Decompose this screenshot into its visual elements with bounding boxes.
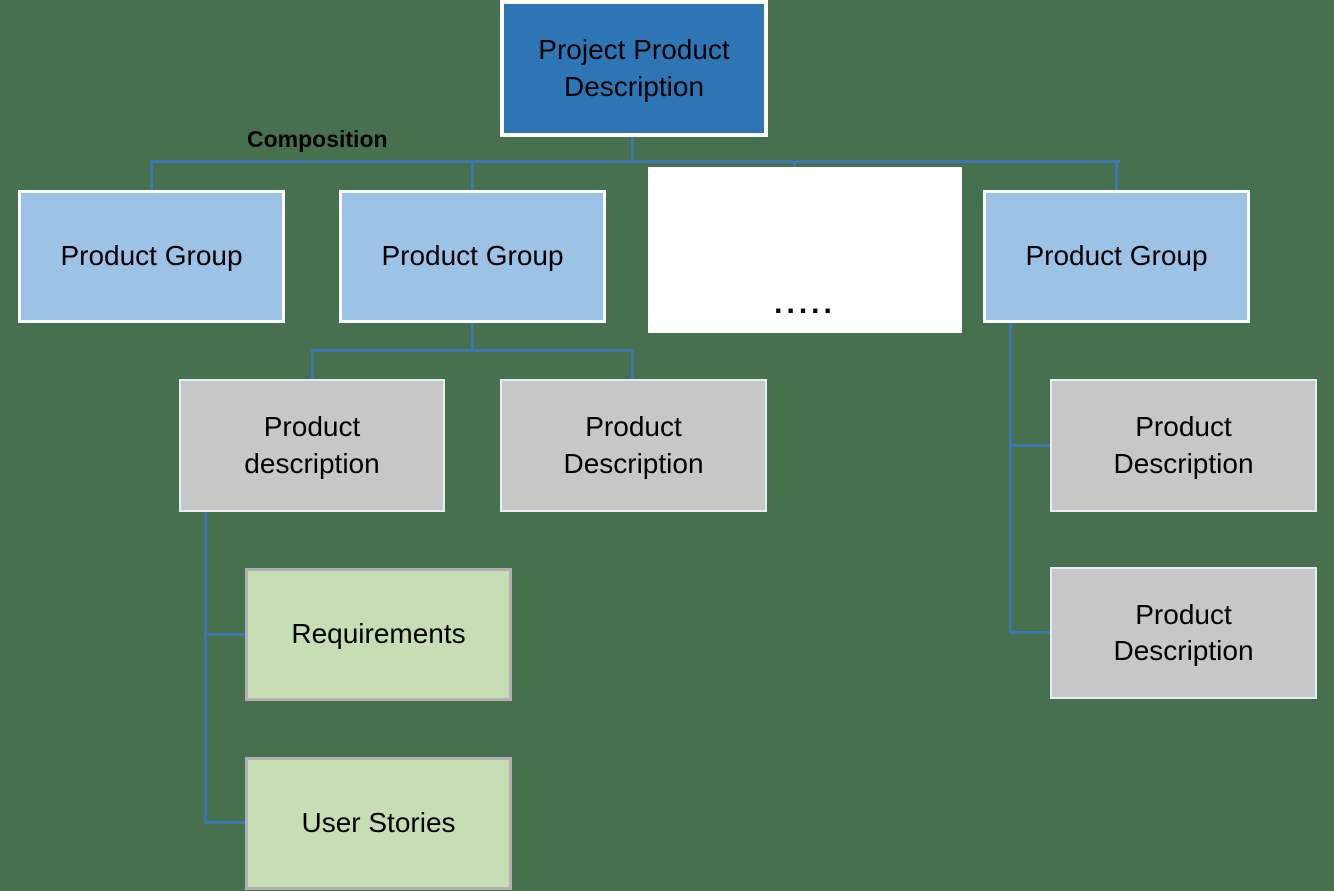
connector-right-desc-chain <box>1009 323 1012 634</box>
node-product-group-1: Product Group <box>18 190 285 323</box>
connector-stub-user-stories <box>204 821 246 824</box>
connector-drop-desc-mid-left <box>311 349 314 379</box>
node-project-product-description: Project Product Description <box>500 0 768 137</box>
node-requirements: Requirements <box>245 568 512 701</box>
connector-drop-group-1 <box>150 160 153 190</box>
connector-composition-bar <box>150 160 1120 163</box>
node-ellipsis-placeholder: ..... <box>648 167 962 333</box>
node-product-description-mid-left: Product description <box>179 379 445 512</box>
connector-root-drop <box>631 135 634 162</box>
connector-stub-requirements <box>204 633 246 636</box>
composition-label: Composition <box>247 126 388 152</box>
connector-drop-group-3 <box>1115 160 1118 190</box>
connector-drop-group-2 <box>471 160 474 190</box>
connector-left-leaf-chain <box>204 512 207 824</box>
node-user-stories: User Stories <box>245 757 512 890</box>
connector-stub-right-desc-2 <box>1009 631 1051 634</box>
connector-stub-right-desc-1 <box>1009 444 1051 447</box>
node-product-description-right-2: Product Description <box>1050 567 1317 699</box>
connector-drop-desc-mid-right <box>631 349 634 379</box>
connector-group-2-down <box>471 323 474 351</box>
node-product-description-mid-right: Product Description <box>500 379 767 512</box>
node-product-group-2: Product Group <box>339 190 606 323</box>
node-product-group-3: Product Group <box>983 190 1250 323</box>
connector-drop-ellipsis <box>793 160 796 169</box>
connector-mid-branch-bar <box>311 349 634 352</box>
node-product-description-right-1: Product Description <box>1050 379 1317 512</box>
